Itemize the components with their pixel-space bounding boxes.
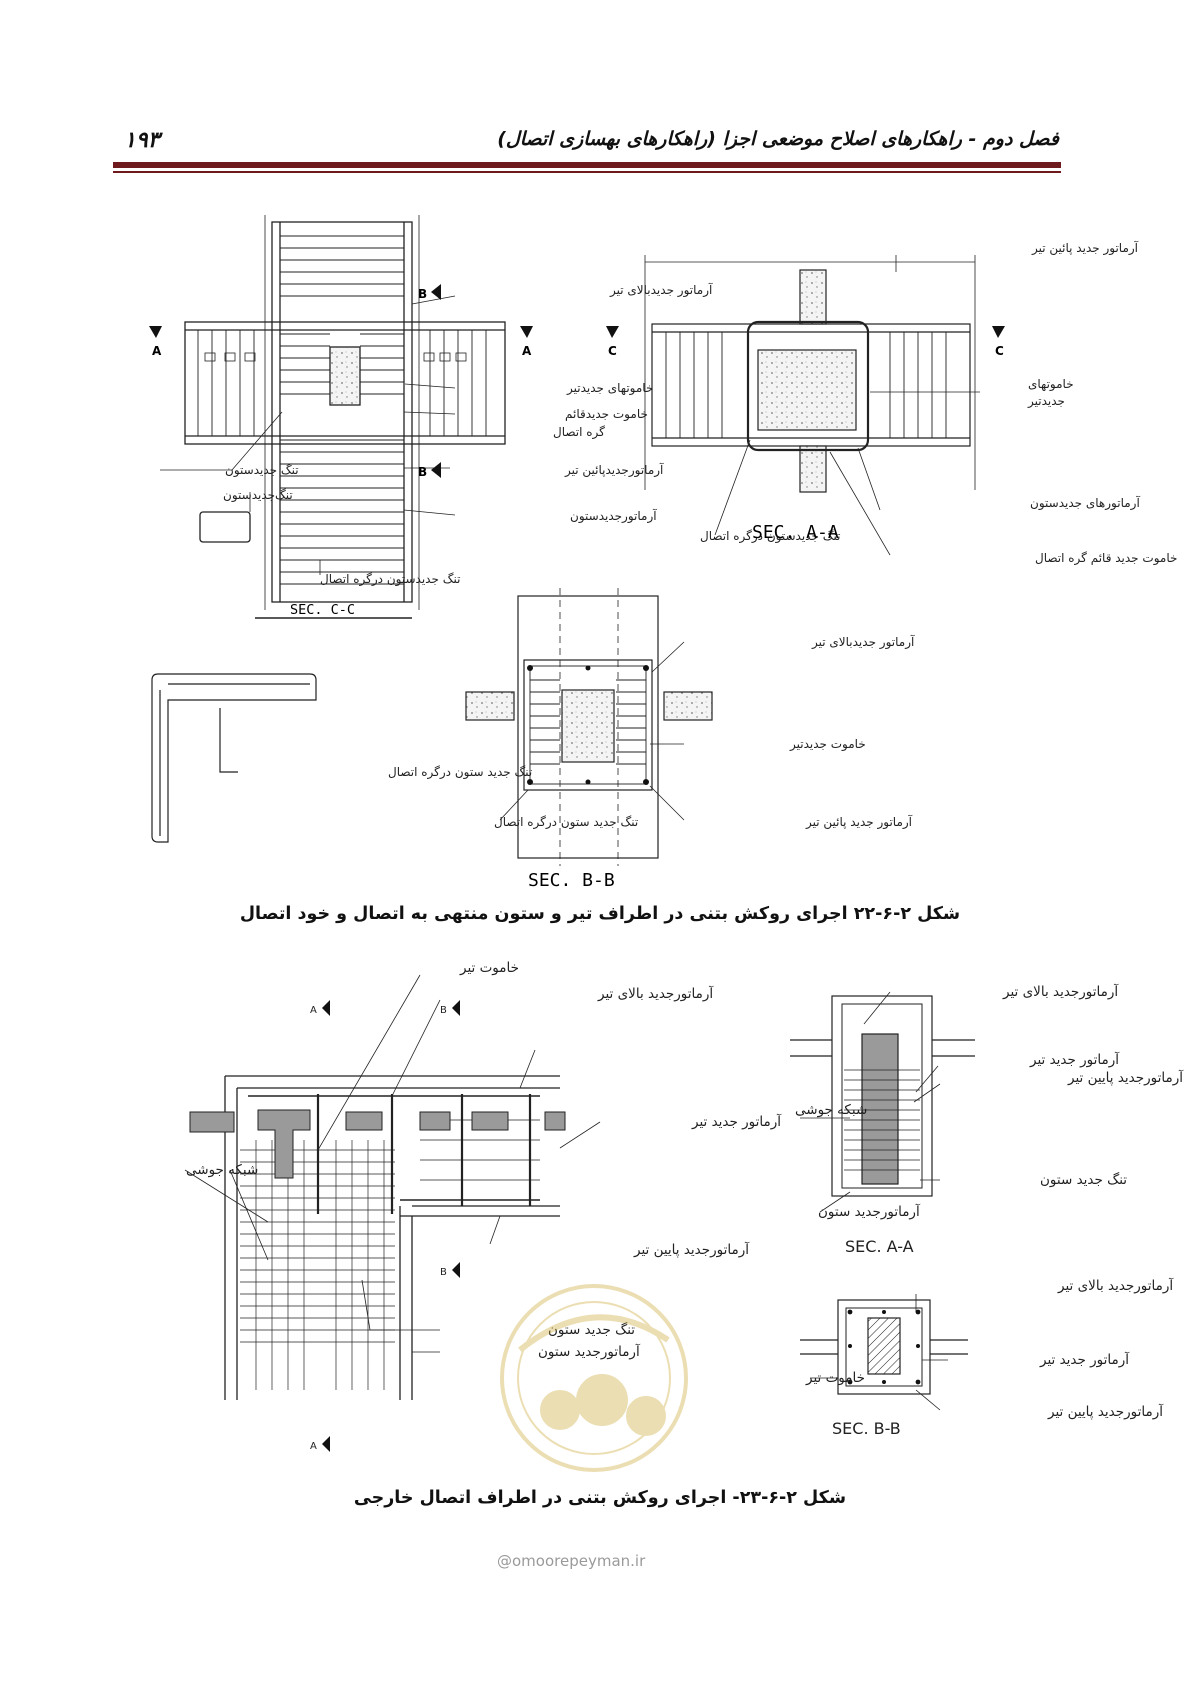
sec-bb-drawing	[465, 588, 713, 866]
watermark-seal	[500, 1284, 688, 1472]
marker-a-right: A	[522, 344, 532, 358]
fig2-marker-b-top: B	[440, 1005, 447, 1016]
header-rule-thin	[113, 171, 1061, 173]
fig2-aa-top-bar: آرماتورجدید بالای تیر	[1002, 983, 1119, 1000]
label-aa-joint-vertical: خاموت جدید قائم گره اتصال	[1035, 551, 1177, 566]
label-tie-detail: تنگ جدید ستون درگره اتصال	[388, 765, 532, 780]
section-markers-aa	[606, 326, 1005, 338]
fig2-bb-stirrup: خاموت تیر	[805, 1370, 865, 1386]
label-bb-top-bar: آرماتور جدیدبالای تیر	[811, 634, 915, 650]
marker-b-bottom: B	[418, 465, 427, 479]
fig2-title-sec-bb: SEC. B-B	[832, 1419, 901, 1438]
label-plan-stirrups: خاموتهای جدیدتیر	[566, 381, 653, 396]
marker-b-top: B	[418, 287, 427, 301]
fig2-bb-beam-bar: آرماتور جدید تیر	[1039, 1351, 1130, 1368]
label-bb-joint-tie: تنگ جدید ستون درگره اتصال	[494, 815, 638, 830]
label-plan-col-tie-1: تنگ جدیدستون	[225, 463, 299, 478]
label-plan-joint-tie: تنگ جدیدستون درگره اتصال	[320, 572, 460, 587]
fig2-marker-a-bottom: A	[310, 1441, 317, 1452]
fig2-label-column-bar: آرماتورجدید ستون	[538, 1343, 641, 1360]
figure-2-sec-aa	[790, 991, 975, 1213]
label-plan-top-bar: آرماتور جدیدبالای تیر	[609, 282, 713, 298]
label-plan-joint-2: گره اتصال	[553, 425, 605, 440]
marker-a-left: A	[152, 344, 162, 358]
label-plan-col-tie-2: تنگ‌جدیدستون	[223, 488, 293, 503]
label-plan-bottom-bar: آرماتورجدیدپائین تیر	[564, 462, 664, 478]
fig2-aa-mesh: شبکه جوشی	[795, 1102, 867, 1118]
fig2-bb-bar-dots	[847, 1309, 921, 1385]
figure-2-sec-bb	[800, 1294, 968, 1411]
label-aa-column-bars: آرماتورهای جدیدستون	[1030, 495, 1140, 511]
sec-aa-drawing	[644, 255, 980, 556]
label-plan-column-bar: آرماتورجدیدستون	[570, 508, 657, 524]
section-markers-plan	[149, 284, 533, 478]
label-bb-bottom-bar: آرماتور جدید پائین تیر	[805, 814, 913, 830]
figure-2-elevation	[184, 974, 601, 1400]
figure-2-section-markers	[322, 1000, 460, 1452]
label-aa-stirrups-2: جدیدتیر	[1027, 394, 1065, 409]
tie-detail	[151, 673, 317, 843]
fig2-aa-bottom-bar: آرماتورجدید پایین تیر	[1067, 1069, 1184, 1086]
fig2-title-sec-aa: SEC. A-A	[845, 1237, 914, 1256]
label-aa-joint-tie: تنگ جدیدستون درگره اتصال	[700, 529, 840, 544]
label-plan-joint-1: خاموت جدیدقائم	[565, 407, 648, 422]
fig2-label-beam-bar: آرماتور جدید تیر	[691, 1113, 782, 1130]
marker-c-left: C	[608, 344, 617, 358]
watermark-url: @omoorepeyman.ir	[497, 1552, 646, 1570]
bb-bar-dots	[527, 665, 649, 785]
fig2-label-mesh: شبکه جوشی	[186, 1162, 258, 1178]
marker-c-right: C	[995, 344, 1004, 358]
fig2-label-bottom-bar: آرماتورجدید پایین تیر	[633, 1241, 750, 1258]
fig2-marker-b-bottom: B	[440, 1267, 447, 1278]
fig2-label-beam-stirrup: خاموت تیر	[459, 960, 519, 976]
fig2-bb-bottom-bar: آرماتورجدید پایین تیر	[1047, 1403, 1164, 1420]
fig2-bb-top-bar: آرماتورجدید بالای تیر	[1057, 1277, 1174, 1294]
label-bb-stirrup: خاموت جدیدتیر	[789, 737, 866, 752]
label-aa-bottom-bar: آرماتور جدید پائین تیر	[1031, 240, 1139, 256]
fig2-label-column-tie: تنگ جدید ستون	[548, 1322, 635, 1338]
figure-1-caption: شکل ۲-۶-۲۲ اجرای روکش بتنی در اطراف تیر …	[239, 904, 961, 924]
label-aa-stirrups-1: خاموتهای	[1028, 377, 1074, 392]
figure-2-caption: شکل ۲-۶-۲۳- اجرای روکش بتنی در اطراف اتص…	[353, 1488, 847, 1508]
figure-2-concrete-blocks	[189, 1109, 566, 1179]
plan-view	[160, 215, 506, 619]
title-sec-aa: SEC. A-A	[752, 522, 839, 543]
title-sec-bb: SEC. B-B	[528, 870, 615, 891]
fig2-aa-column-tie: تنگ جدید ستون	[1040, 1172, 1127, 1188]
fig2-marker-a-top: A	[310, 1005, 317, 1016]
page-number: ۱۹۳	[124, 128, 160, 153]
running-header: فصل دوم - راهکارهای اصلاح موضعی اجزا (را…	[497, 128, 1059, 150]
fig2-aa-column-bar: آرماتورجدید ستون	[818, 1203, 921, 1220]
title-sec-cc: SEC. C-C	[290, 602, 355, 618]
fig2-label-top-bar: آرماتورجدید بالای تیر	[597, 985, 714, 1002]
header-rule-thick	[113, 162, 1061, 168]
fig2-aa-beam-bar: آرماتور جدید تیر	[1029, 1051, 1120, 1068]
